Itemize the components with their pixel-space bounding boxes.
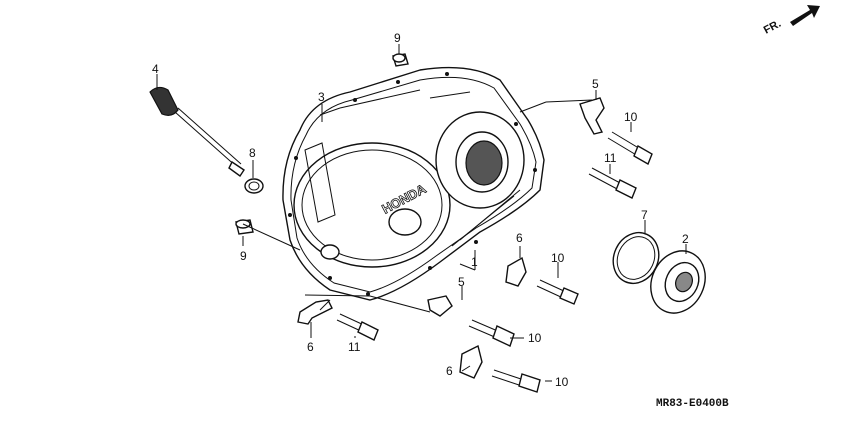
- callout-11-b: 11: [348, 340, 361, 354]
- clamp-5-upper: [579, 97, 605, 135]
- fr-label: FR.: [762, 18, 783, 37]
- front-direction-indicator: FR.: [762, 5, 820, 37]
- callout-1: 1: [471, 255, 478, 269]
- bolt-10-c: [468, 319, 515, 347]
- callout-9-upper: 9: [394, 31, 401, 45]
- callout-7: 7: [641, 208, 648, 222]
- arrow-icon: [790, 5, 820, 26]
- filter-cap: [650, 250, 706, 314]
- clip-6-right: [505, 256, 527, 287]
- callout-8: 8: [249, 146, 256, 160]
- dowel-pin-upper: [392, 53, 409, 67]
- callout-10-c: 10: [528, 331, 542, 345]
- crankcase-cover: HONDA: [282, 66, 545, 301]
- clutch-dome: [293, 142, 451, 268]
- leader-lines: [156, 44, 687, 382]
- bolt-10-a: [607, 131, 653, 166]
- callout-10-a: 10: [624, 110, 638, 124]
- callout-4: 4: [152, 62, 159, 76]
- callout-6-bottom: 6: [446, 364, 453, 378]
- bolt-11-b: [336, 313, 379, 341]
- o-ring-8: [244, 178, 264, 194]
- callout-10-d: 10: [555, 375, 569, 389]
- callout-6-left: 6: [307, 340, 314, 354]
- diagram-code: MR83-E0400B: [656, 398, 729, 410]
- callout-10-b: 10: [551, 251, 565, 265]
- clamp-5-lower: [427, 295, 453, 317]
- callout-2: 2: [682, 232, 689, 246]
- callout-5-lower: 5: [458, 275, 465, 289]
- callout-3: 3: [318, 90, 325, 104]
- callout-5-upper: 5: [592, 77, 599, 91]
- callout-9-lower: 9: [240, 249, 247, 263]
- callout-6-right: 6: [516, 231, 523, 245]
- bolt-10-d: [491, 369, 541, 393]
- callout-11-a: 11: [604, 151, 617, 165]
- dipstick: [149, 86, 245, 177]
- bolt-11-a: [588, 167, 637, 199]
- clip-6-bottom: [459, 344, 483, 379]
- bolt-10-b: [536, 279, 579, 305]
